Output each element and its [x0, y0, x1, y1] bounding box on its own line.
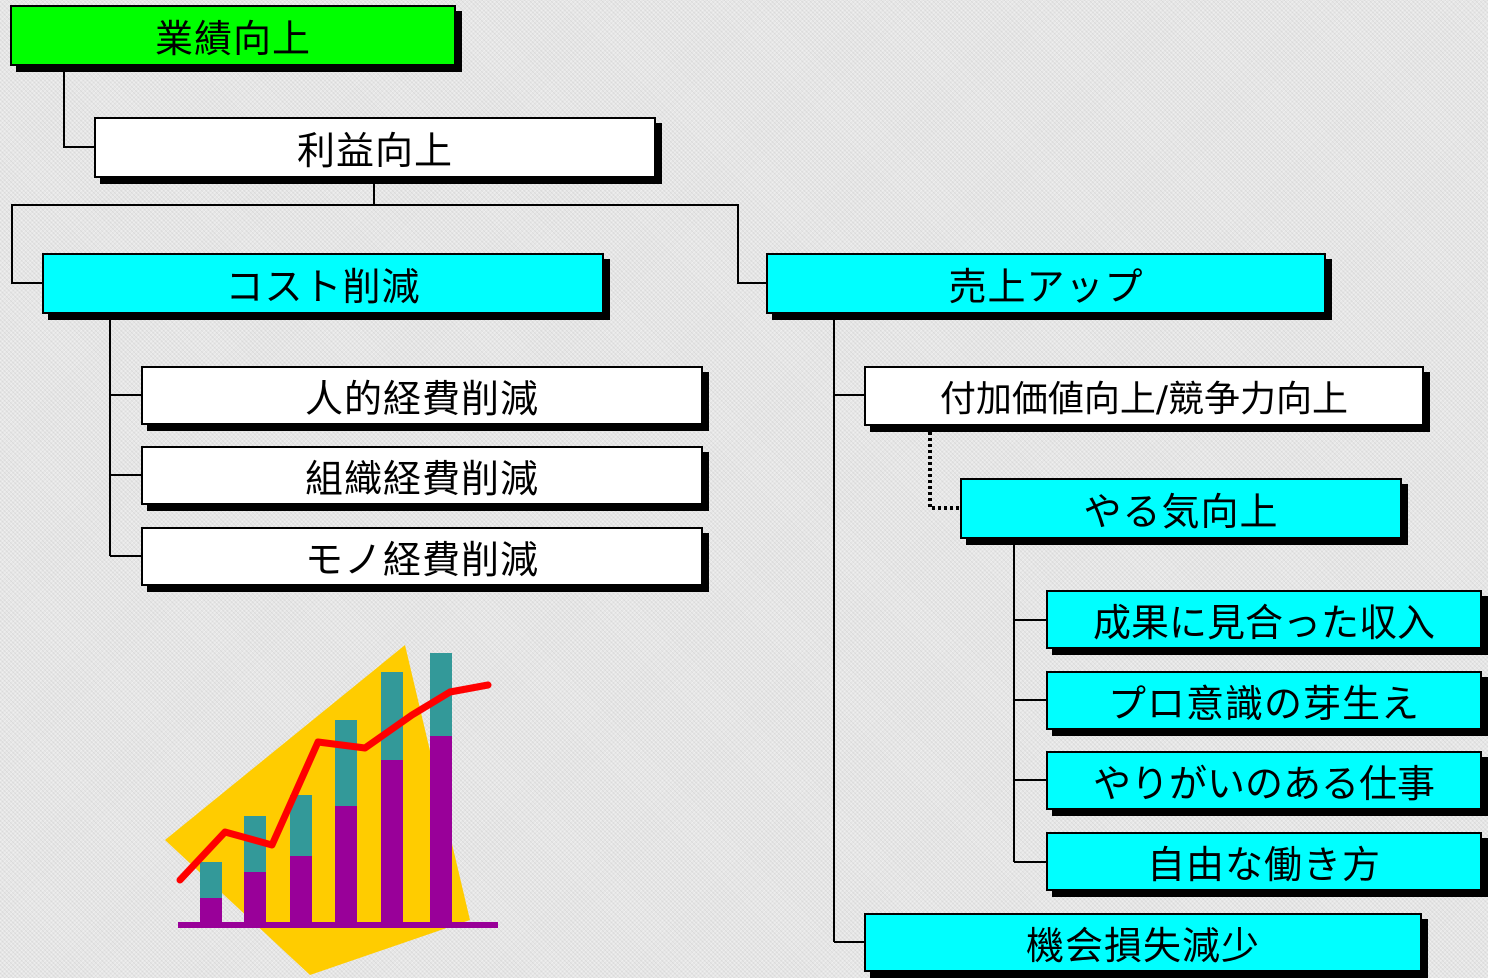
node-rewarding-work: やりがいのある仕事	[1046, 751, 1482, 810]
node-cost-reduction: コスト削減	[42, 253, 604, 314]
node-free-work: 自由な働き方	[1046, 832, 1482, 891]
connector-dotted-value-motivation	[928, 426, 960, 510]
node-sales-up: 売上アップ	[766, 253, 1326, 314]
node-root: 業績向上	[10, 5, 456, 66]
clipart-baseline	[178, 922, 498, 928]
node-value-added: 付加価値向上/競争力向上	[864, 366, 1424, 426]
node-profit: 利益向上	[94, 117, 656, 178]
connector-profit-cost	[11, 204, 374, 284]
node-income: 成果に見合った収入	[1046, 590, 1482, 649]
connector-profit-sales	[374, 204, 766, 284]
node-org-cost: 組織経費削減	[141, 446, 703, 505]
node-goods-cost: モノ経費削減	[141, 527, 703, 586]
rising-bar-chart-clipart-icon	[165, 645, 498, 975]
connector-root-profit	[63, 66, 94, 148]
node-pro-awareness: プロ意識の芽生え	[1046, 671, 1482, 730]
clipart-trend-line	[176, 681, 492, 884]
node-personnel-cost: 人的経費削減	[141, 366, 703, 425]
node-opportunity-loss: 機会損失減少	[864, 913, 1422, 972]
node-motivation: やる気向上	[960, 478, 1402, 539]
